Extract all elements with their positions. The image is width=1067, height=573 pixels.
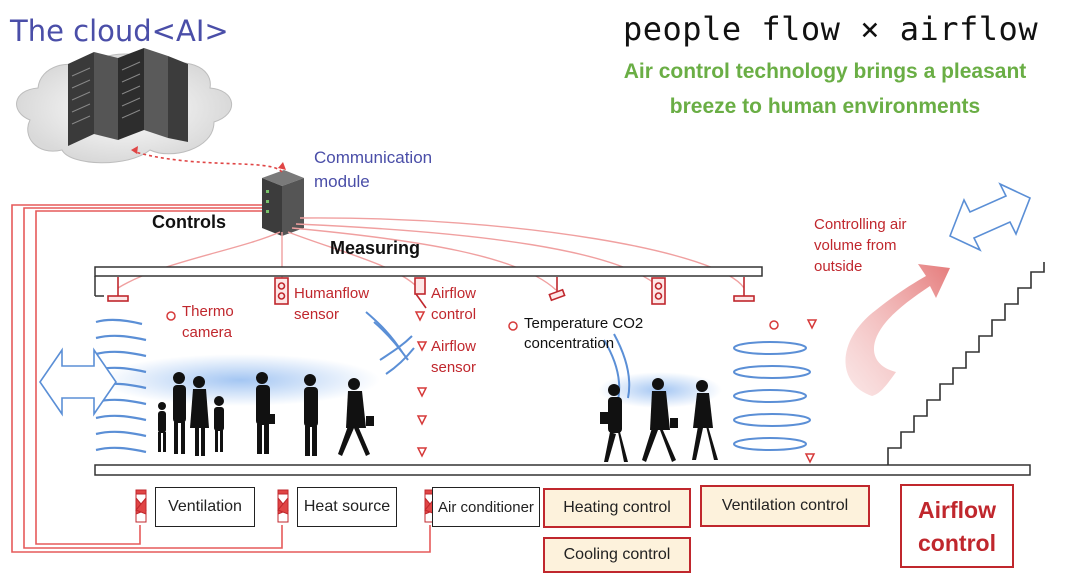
sensor-markers — [166, 311, 818, 464]
airflow-control-box: Airflow control — [900, 484, 1014, 568]
cloud-server-icon — [16, 48, 233, 164]
outside-airflow-arrow — [948, 182, 1032, 252]
airflow-control-line2: control — [918, 530, 996, 556]
airflow-control-device-icon — [414, 277, 427, 309]
communication-module-icon — [262, 170, 304, 236]
airflow-mist-left — [100, 354, 380, 406]
people-group-left — [158, 372, 374, 456]
thermo-camera-device-icon — [107, 277, 129, 302]
control-wiring — [11, 204, 431, 553]
outside-air-exchange-arrow — [39, 347, 117, 417]
ventilation-box: Ventilation — [155, 487, 255, 527]
airflow-sensor-label: Airflow sensor — [431, 338, 477, 376]
airflow-swirls-right — [733, 341, 811, 451]
controlling-air-volume-label: Controlling air volume from outside — [814, 216, 907, 275]
floor-bar — [94, 464, 1031, 476]
subtitle-line-2: breeze to human environments — [669, 95, 981, 118]
headline: people flow × airflow — [623, 10, 1039, 48]
humanflow-sensor-label: Humanflow sensor — [294, 285, 370, 323]
humanflow-sensor-device-icon — [274, 277, 289, 305]
controls-label: Controls — [152, 212, 226, 232]
measuring-label: Measuring — [330, 238, 421, 258]
heat-source-valve-icon — [277, 489, 289, 523]
humanflow-sensor-device-2-icon — [651, 277, 666, 305]
airflow-control-line1: Airflow — [918, 497, 996, 523]
thermo-camera-label: Thermo camera — [182, 303, 234, 341]
air-volume-arrow — [845, 264, 950, 396]
ventilation-valve-icon — [135, 489, 147, 523]
airflow-control-label: Airflow control — [431, 285, 477, 323]
ceiling-vent-device-icon — [733, 277, 755, 302]
temperature-co2-label: Temperature CO2 concentration — [524, 315, 644, 352]
heating-control-box: Heating control — [543, 488, 691, 528]
ventilation-control-box: Ventilation control — [700, 485, 870, 527]
ceiling-bar — [94, 266, 763, 297]
heat-source-box: Heat source — [297, 487, 397, 527]
air-conditioner-box: Air conditioner — [432, 487, 540, 527]
stairs — [887, 262, 1045, 465]
people-group-right — [600, 378, 718, 462]
communication-module-label: Communication module — [314, 148, 433, 191]
cloud-link-line — [134, 151, 283, 173]
temperature-sensor-device-icon — [548, 277, 566, 302]
cloud-title: The cloud<AI> — [10, 14, 229, 48]
airflow-arrows-middle — [365, 311, 631, 401]
subtitle-line-1: Air control technology brings a pleasant — [623, 60, 1027, 83]
cooling-control-box: Cooling control — [543, 537, 691, 573]
